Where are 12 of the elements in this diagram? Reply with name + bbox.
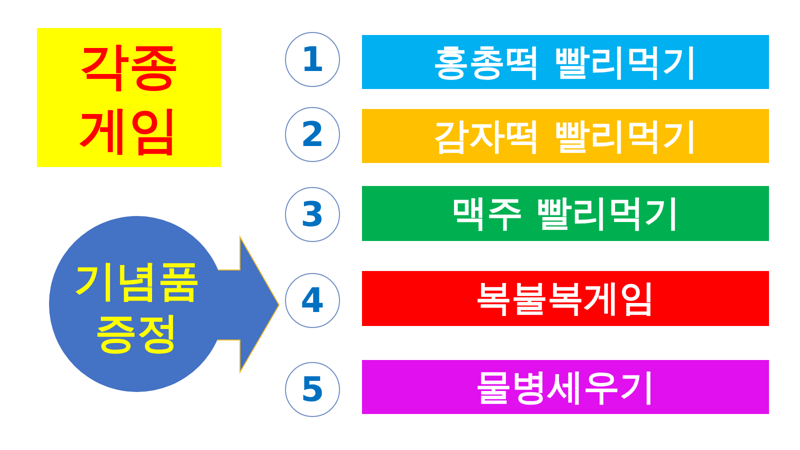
step-number: 1: [285, 32, 340, 87]
game-banner: 물병세우기: [362, 360, 769, 414]
game-banner: 맥주 빨리먹기: [362, 186, 769, 241]
step-number: 5: [285, 362, 340, 417]
title-panel: 각종 게임: [37, 28, 221, 167]
step-number: 3: [285, 187, 340, 242]
callout-text: 기념품 증정: [73, 255, 201, 359]
game-banner: 복불복게임: [362, 271, 769, 326]
step-number: 2: [285, 107, 340, 162]
game-banner: 홍총떡 빨리먹기: [362, 35, 769, 89]
step-number: 4: [285, 273, 340, 328]
game-banner: 감자떡 빨리먹기: [362, 109, 769, 163]
